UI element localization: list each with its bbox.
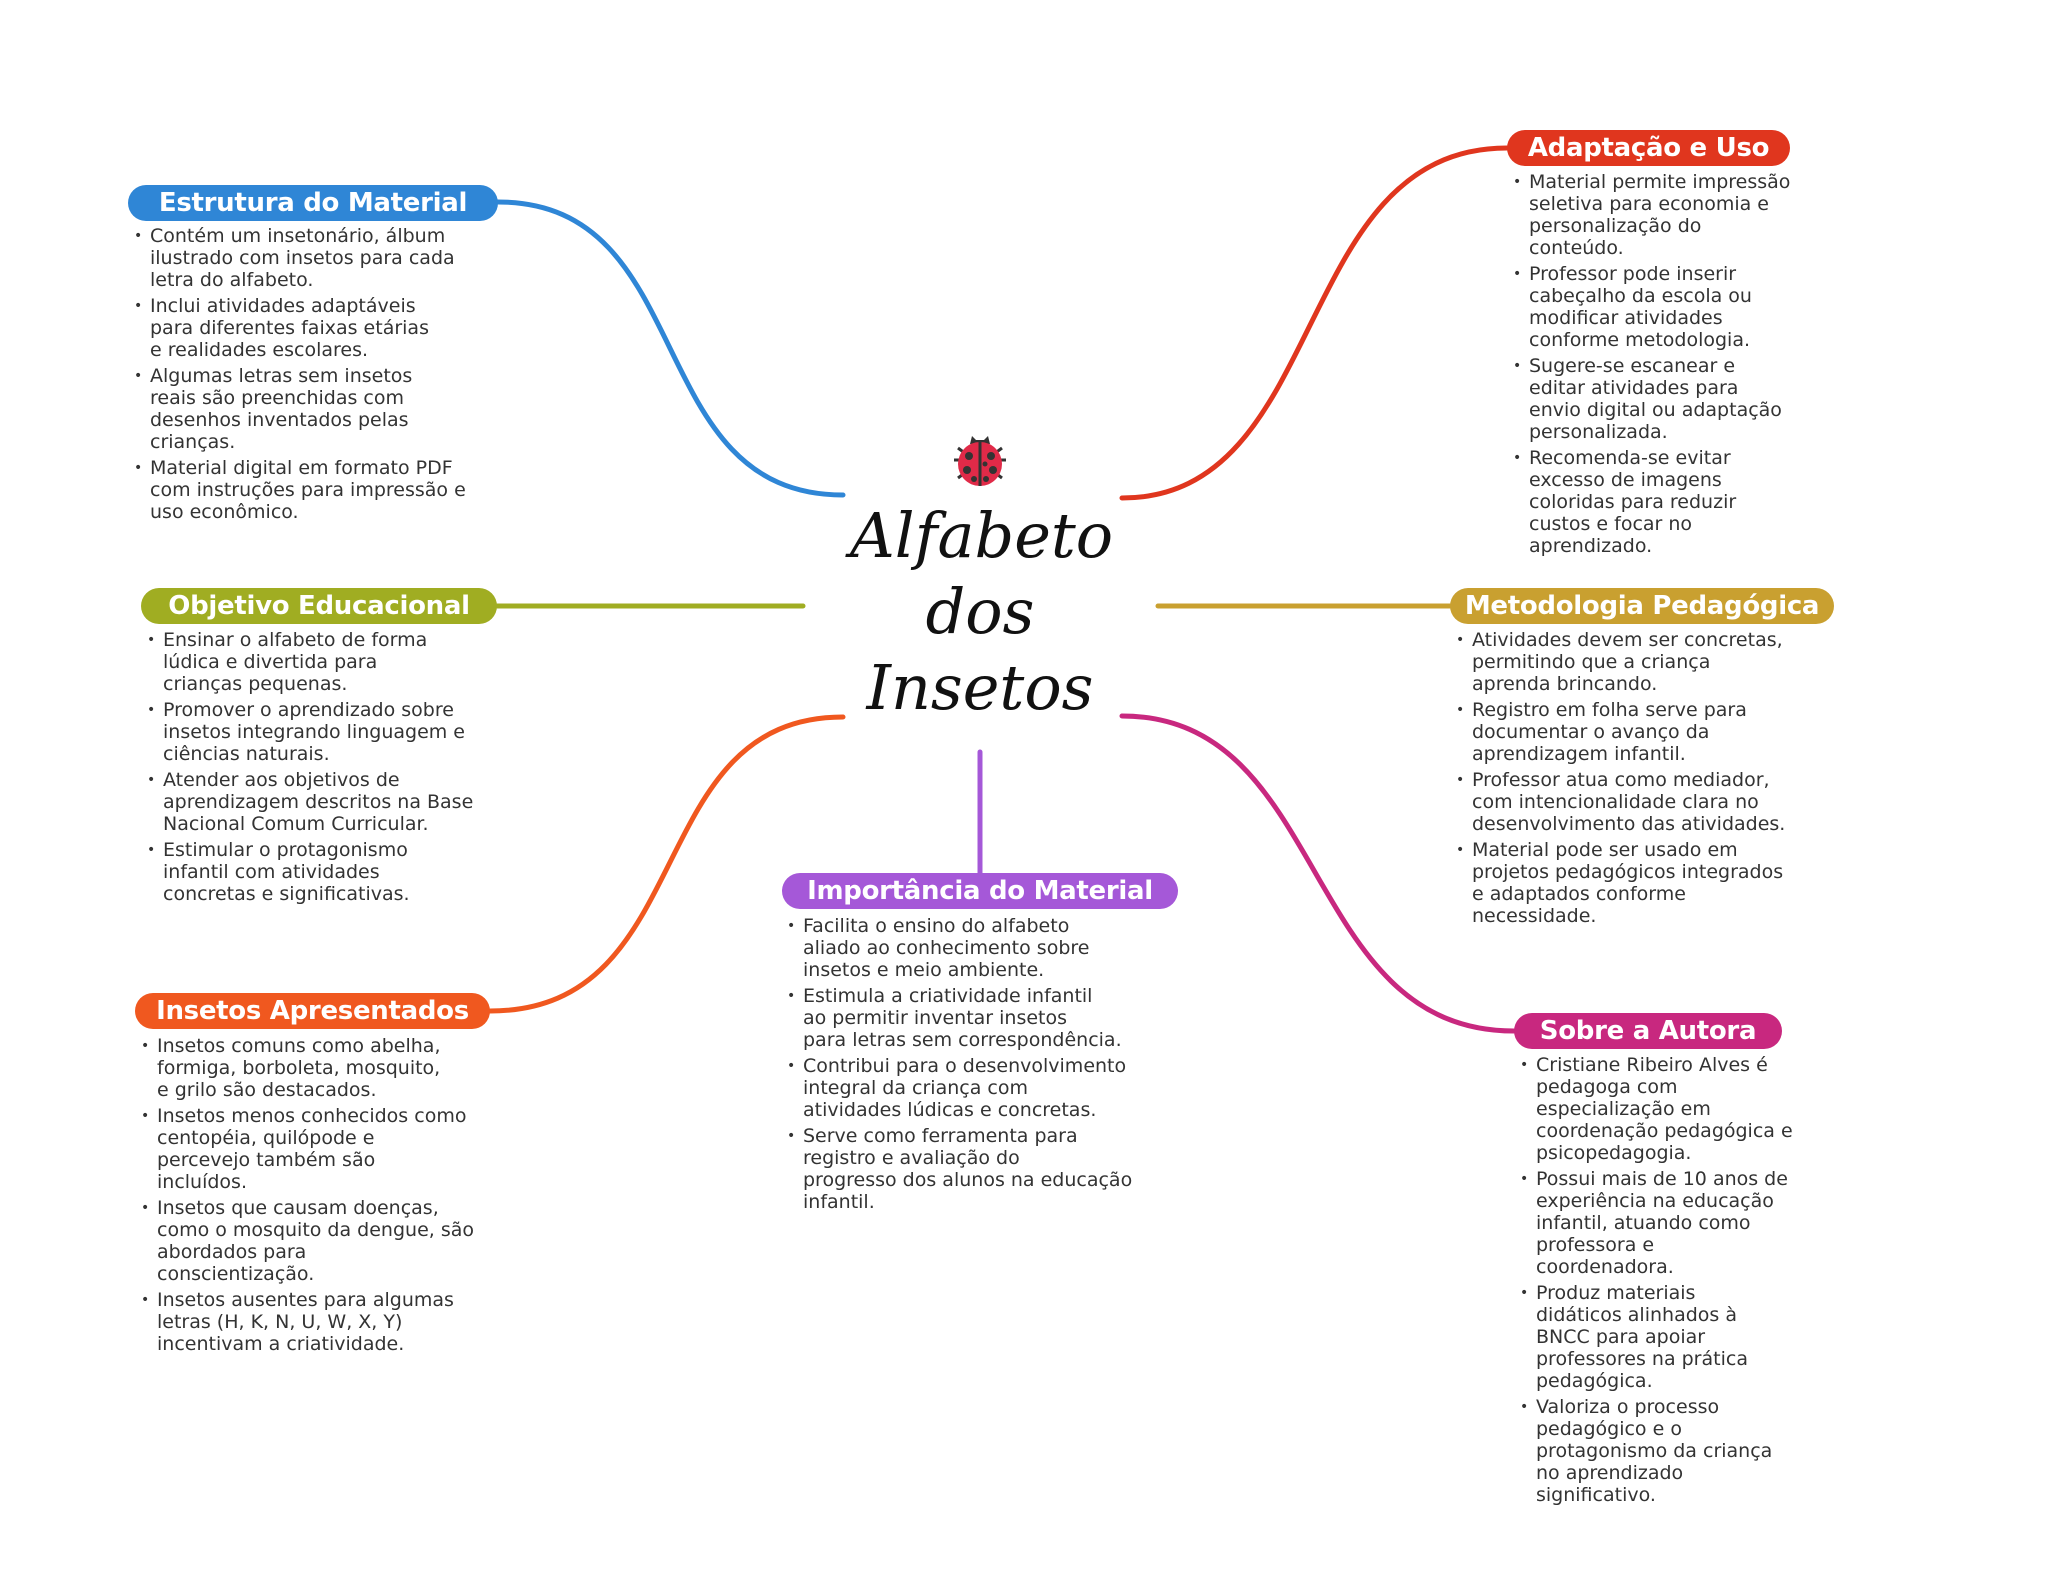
topic-objetivo-educacional[interactable]: Objetivo Educacional [141, 588, 497, 624]
detail-item: Insetos ausentes para algumas letras (H,… [141, 1289, 521, 1355]
topic-insetos-apresentados[interactable]: Insetos Apresentados [135, 993, 490, 1029]
ladybug-icon [954, 436, 1006, 486]
detail-item: Serve como ferramenta para registro e av… [787, 1125, 1187, 1213]
detail-item: Sugere-se escanear e editar atividades p… [1513, 355, 1873, 443]
detail-item: Facilita o ensino do alfabeto aliado ao … [787, 915, 1187, 981]
detail-item: Atender aos objetivos de aprendizagem de… [147, 769, 527, 835]
connector-autora [1119, 713, 1517, 1034]
detail-item: Cristiane Ribeiro Alves é pedagoga com e… [1520, 1054, 1880, 1164]
metodologia-details: Atividades devem ser concretas, permitin… [1456, 629, 1856, 931]
detail-item: Atividades devem ser concretas, permitin… [1456, 629, 1856, 695]
title-line-3: Insetos [866, 651, 1094, 724]
topic-sobre-a-autora[interactable]: Sobre a Autora [1514, 1013, 1782, 1049]
detail-item: Possui mais de 10 anos de experiência na… [1520, 1168, 1880, 1278]
detail-item: Insetos que causam doenças, como o mosqu… [141, 1197, 521, 1285]
central-topic: Alfabeto dos Insetos [850, 430, 1114, 726]
detail-item: Material digital em formato PDF com inst… [134, 457, 514, 523]
insetos-details: Insetos comuns como abelha, formiga, bor… [141, 1035, 521, 1359]
detail-item: Professor atua como mediador, com intenc… [1456, 769, 1856, 835]
topic-metodologia-pedagogica[interactable]: Metodologia Pedagógica [1450, 588, 1834, 624]
detail-item: Valoriza o processo pedagógico e o prota… [1520, 1396, 1880, 1506]
detail-item: Professor pode inserir cabeçalho da esco… [1513, 263, 1873, 351]
detail-item: Ensinar o alfabeto de forma lúdica e div… [147, 629, 527, 695]
connector-adaptacao [1119, 145, 1510, 501]
estrutura-details: Contém um insetonário, álbum ilustrado c… [134, 225, 514, 527]
detail-item: Insetos comuns como abelha, formiga, bor… [141, 1035, 521, 1101]
detail-item: Produz materiais didáticos alinhados à B… [1520, 1282, 1880, 1392]
detail-item: Insetos menos conhecidos como centopéia,… [141, 1105, 521, 1193]
connector-insetos [487, 714, 846, 1014]
objetivo-details: Ensinar o alfabeto de forma lúdica e div… [147, 629, 527, 909]
detail-item: Estimula a criatividade infantil ao perm… [787, 985, 1187, 1051]
adaptacao-details: Material permite impressão seletiva para… [1513, 171, 1873, 561]
detail-item: Inclui atividades adaptáveis para difere… [134, 295, 514, 361]
detail-item: Estimular o protagonismo infantil com at… [147, 839, 527, 905]
topic-adaptacao-e-uso[interactable]: Adaptação e Uso [1507, 130, 1790, 166]
detail-item: Contribui para o desenvolvimento integra… [787, 1055, 1187, 1121]
autora-details: Cristiane Ribeiro Alves é pedagoga com e… [1520, 1054, 1880, 1510]
importancia-details: Facilita o ensino do alfabeto aliado ao … [787, 915, 1187, 1217]
detail-item: Registro em folha serve para documentar … [1456, 699, 1856, 765]
detail-item: Algumas letras sem insetos reais são pre… [134, 365, 514, 453]
connector-estrutura [495, 199, 846, 498]
detail-item: Recomenda-se evitar excesso de imagens c… [1513, 447, 1873, 557]
detail-item: Contém um insetonário, álbum ilustrado c… [134, 225, 514, 291]
topic-importancia-do-material[interactable]: Importância do Material [782, 873, 1178, 909]
detail-item: Promover o aprendizado sobre insetos int… [147, 699, 527, 765]
topic-estrutura-do-material[interactable]: Estrutura do Material [128, 185, 498, 221]
title-line-2: dos [925, 575, 1035, 648]
detail-item: Material permite impressão seletiva para… [1513, 171, 1873, 259]
title-line-1: Alfabeto [850, 499, 1114, 572]
detail-item: Material pode ser usado em projetos peda… [1456, 839, 1856, 927]
